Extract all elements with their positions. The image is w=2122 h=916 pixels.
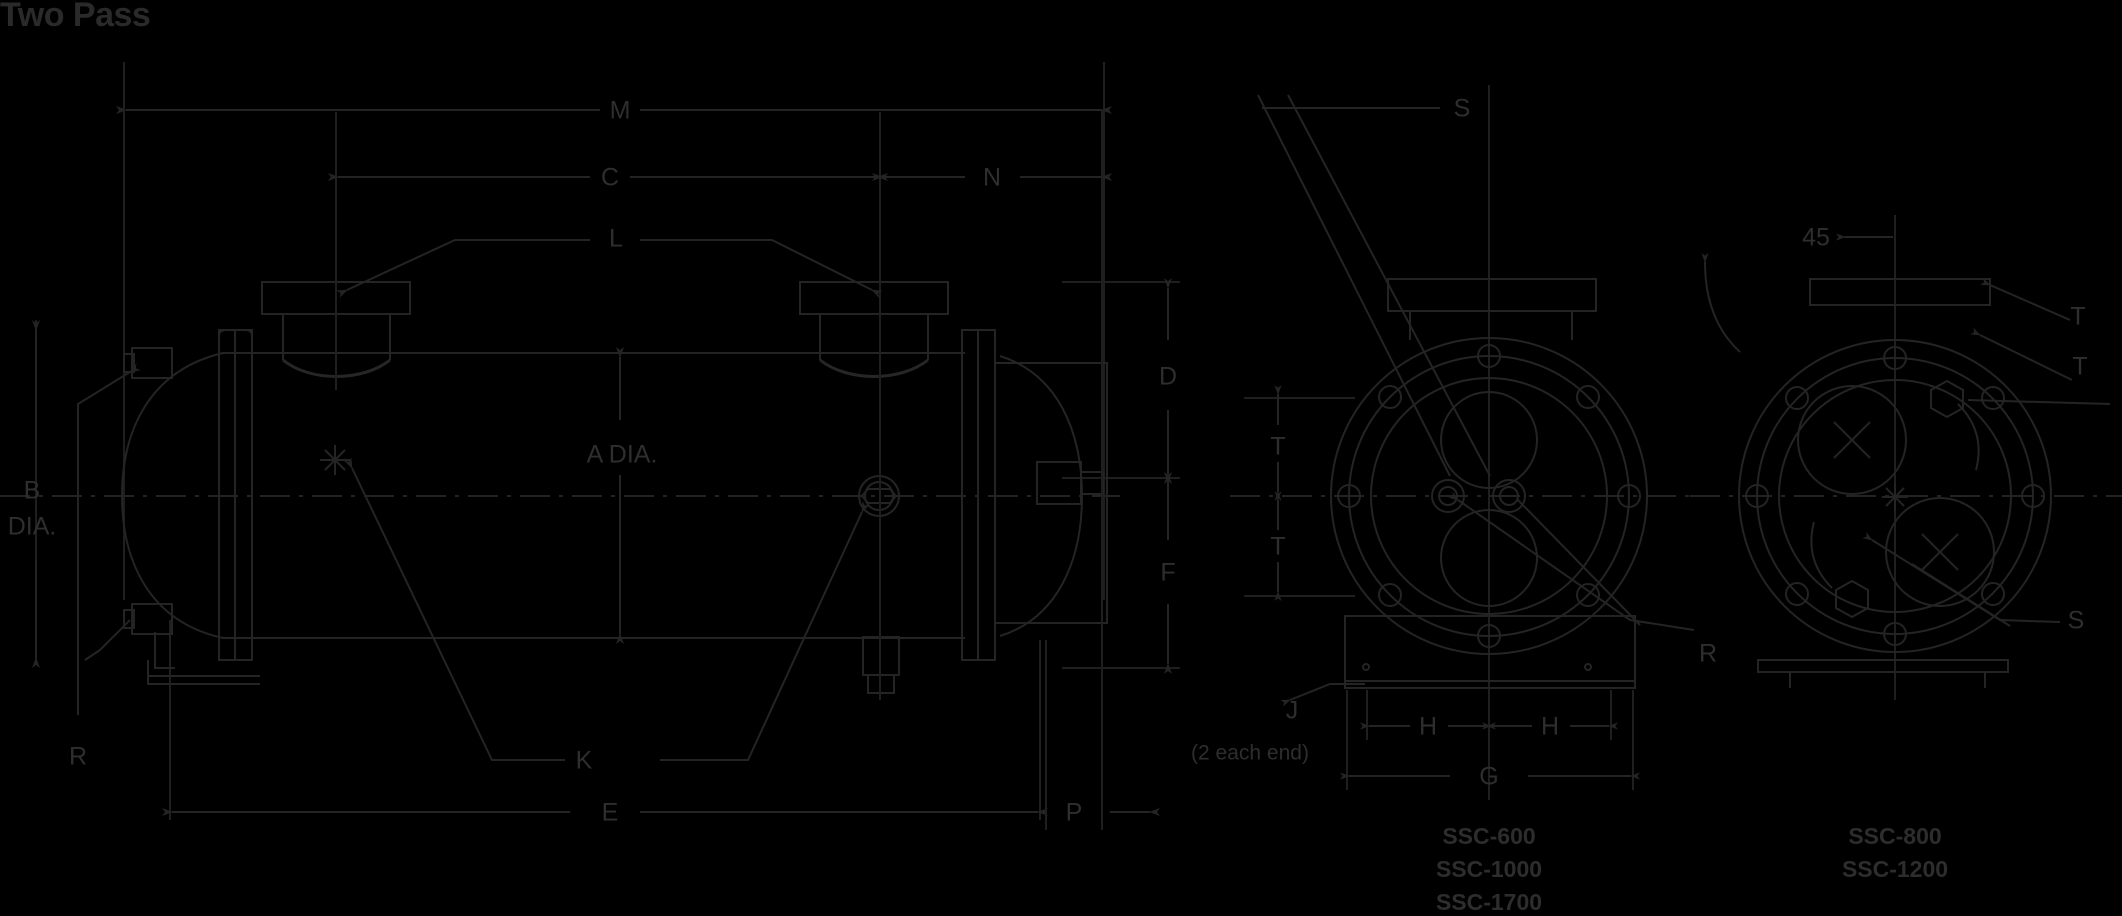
ev2-pass-circle-upper xyxy=(1797,385,1907,495)
dim-label-S-ev2: S xyxy=(2068,607,2085,635)
ev1-model-labels: SSC-600 SSC-1000 SSC-1700 xyxy=(1436,823,1542,915)
ev2-top-flange xyxy=(1809,278,1991,306)
left-support-bracket xyxy=(147,660,260,685)
dim-label-N: N xyxy=(983,164,1001,192)
ev1-pass-circle-bottom xyxy=(1440,509,1538,607)
dim-label-E: E xyxy=(602,799,619,827)
dimension-P: P xyxy=(1045,110,1160,830)
dim-label-M: M xyxy=(610,97,631,125)
dimension-D: D xyxy=(1159,278,1177,484)
dim-label-G: G xyxy=(1479,763,1498,791)
ev1-top-neck xyxy=(1409,311,1573,340)
model-ssc-1700: SSC-1700 xyxy=(1436,889,1542,915)
dim-label-45: 45 xyxy=(1802,224,1830,252)
ev1-dimension-H: H H xyxy=(1360,690,1618,741)
leader-R-left: R xyxy=(69,363,141,771)
ev2-pass-circle-lower xyxy=(1885,497,1995,607)
left-weld-mark xyxy=(320,445,350,475)
dim-label-J: J xyxy=(1286,697,1299,725)
ev2-model-labels: SSC-800 SSC-1200 xyxy=(1842,823,1948,882)
dim-label-R-left: R xyxy=(69,743,87,771)
dim-label-L: L xyxy=(609,225,623,253)
model-ssc-1200: SSC-1200 xyxy=(1842,856,1948,882)
dim-label-S-ev1: S xyxy=(1454,95,1471,123)
ev2-bolt-holes xyxy=(1745,346,2045,646)
dim-label-T2: T xyxy=(1270,533,1285,561)
ev2-inner-circle xyxy=(1778,379,2012,613)
ev2-cross-upper xyxy=(1833,421,1871,459)
ev2-dimension-45: 45 xyxy=(1701,224,1893,353)
ev1-leader-J: J (2 each end) xyxy=(1191,683,1365,765)
ev1-dimension-G: G xyxy=(1340,690,1640,791)
ev1-center-ports xyxy=(1431,479,1526,513)
ev2-hex-ports xyxy=(1810,379,1980,619)
dimension-E: E xyxy=(162,799,1048,827)
dimension-M: M xyxy=(116,97,1112,125)
dimension-B-DIA: B DIA. xyxy=(8,320,57,668)
ev1-pass-circle-top xyxy=(1440,391,1538,489)
dimension-N: N xyxy=(872,164,1112,192)
model-ssc-600: SSC-600 xyxy=(1442,823,1535,849)
ev1-bolt-circle xyxy=(1348,355,1630,637)
dim-label-F: F xyxy=(1160,559,1175,587)
end-view-ssc-600: S R T T xyxy=(1191,85,1717,915)
dim-label-T4: T xyxy=(2072,353,2087,381)
ev2-bolt-circle xyxy=(1756,357,2034,635)
model-ssc-1000: SSC-1000 xyxy=(1436,856,1542,882)
ev1-dimension-T-upper: T xyxy=(1244,385,1355,501)
dim-label-P: P xyxy=(1066,799,1083,827)
note-each-end: (2 each end) xyxy=(1191,742,1309,765)
top-right-nozzle xyxy=(799,281,949,378)
dim-label-T3: T xyxy=(2070,303,2085,331)
ev2-leader-S: S xyxy=(1862,532,2085,635)
model-ssc-800: SSC-800 xyxy=(1848,823,1941,849)
ev1-top-flange xyxy=(1387,278,1597,312)
dimension-C: C xyxy=(328,164,888,192)
ev1-base-plate xyxy=(1344,615,1636,689)
dim-label-R-ev1: R xyxy=(1699,640,1717,668)
ev2-outer-circle xyxy=(1738,339,2052,653)
dimension-A-DIA: A DIA. xyxy=(587,347,658,644)
ev2-center-mark xyxy=(1882,484,1908,510)
dim-label-C: C xyxy=(601,164,619,192)
ev1-outer-circle xyxy=(1330,337,1648,655)
ev1-inner-circle xyxy=(1370,377,1608,615)
leader-L: L xyxy=(336,225,883,299)
page-title: Two Pass xyxy=(0,0,151,34)
leader-K: K xyxy=(344,457,870,775)
dim-label-D: D xyxy=(1159,363,1177,391)
end-view-ssc-800: 45 T T S SSC-800 SSC-1200 xyxy=(1690,215,2122,882)
dim-label-H1: H xyxy=(1419,713,1437,741)
dim-label-B-DIA: DIA. xyxy=(8,513,57,541)
dim-label-K: K xyxy=(576,747,593,775)
ev1-bolt-holes xyxy=(1337,344,1641,648)
ev1-leader-R: R xyxy=(1448,491,1717,668)
dimension-F: F xyxy=(1160,472,1176,674)
dim-label-B: B xyxy=(24,477,41,505)
ev1-dimension-T-lower: T xyxy=(1244,491,1355,601)
ev2-base-plate xyxy=(1757,659,2009,688)
dim-label-H2: H xyxy=(1541,713,1559,741)
dim-label-T1: T xyxy=(1270,433,1285,461)
left-side-connections xyxy=(123,347,175,669)
dim-label-A-DIA: A DIA. xyxy=(587,441,658,469)
ev2-cross-lower xyxy=(1921,533,1959,571)
right-channel-box xyxy=(994,362,1108,624)
ev1-leader-S: S xyxy=(1257,94,1491,477)
ev2-leader-T: T T xyxy=(1967,278,2111,405)
main-side-view: M C N L xyxy=(0,62,1180,830)
